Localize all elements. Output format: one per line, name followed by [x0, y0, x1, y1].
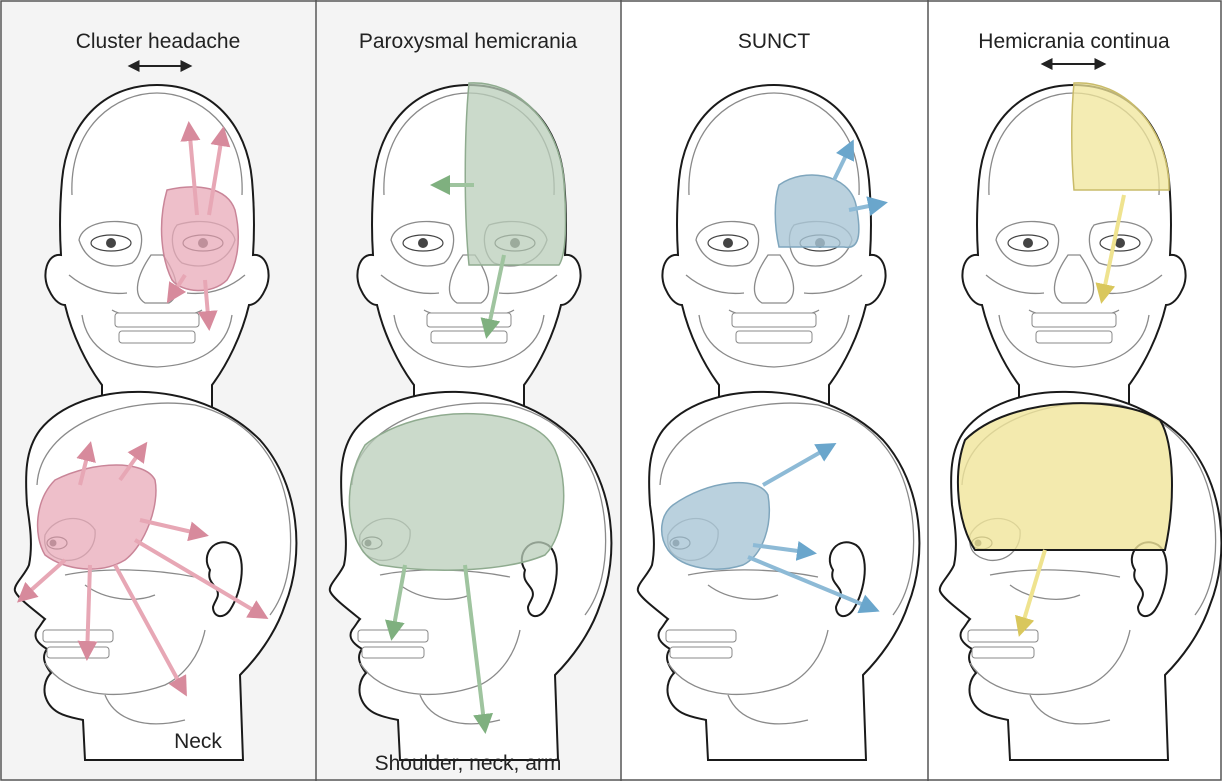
- panel-title: Cluster headache: [76, 30, 241, 53]
- panel-note: Neck: [174, 730, 222, 753]
- panel-title: Paroxysmal hemicrania: [359, 30, 578, 53]
- pain-region: [162, 187, 239, 291]
- pain-region: [958, 403, 1172, 550]
- pain-region: [349, 414, 563, 571]
- panel-title: Hemicrania continua: [978, 30, 1170, 53]
- panel-title: SUNCT: [738, 30, 811, 53]
- panel-note: Shoulder, neck, arm: [375, 752, 562, 775]
